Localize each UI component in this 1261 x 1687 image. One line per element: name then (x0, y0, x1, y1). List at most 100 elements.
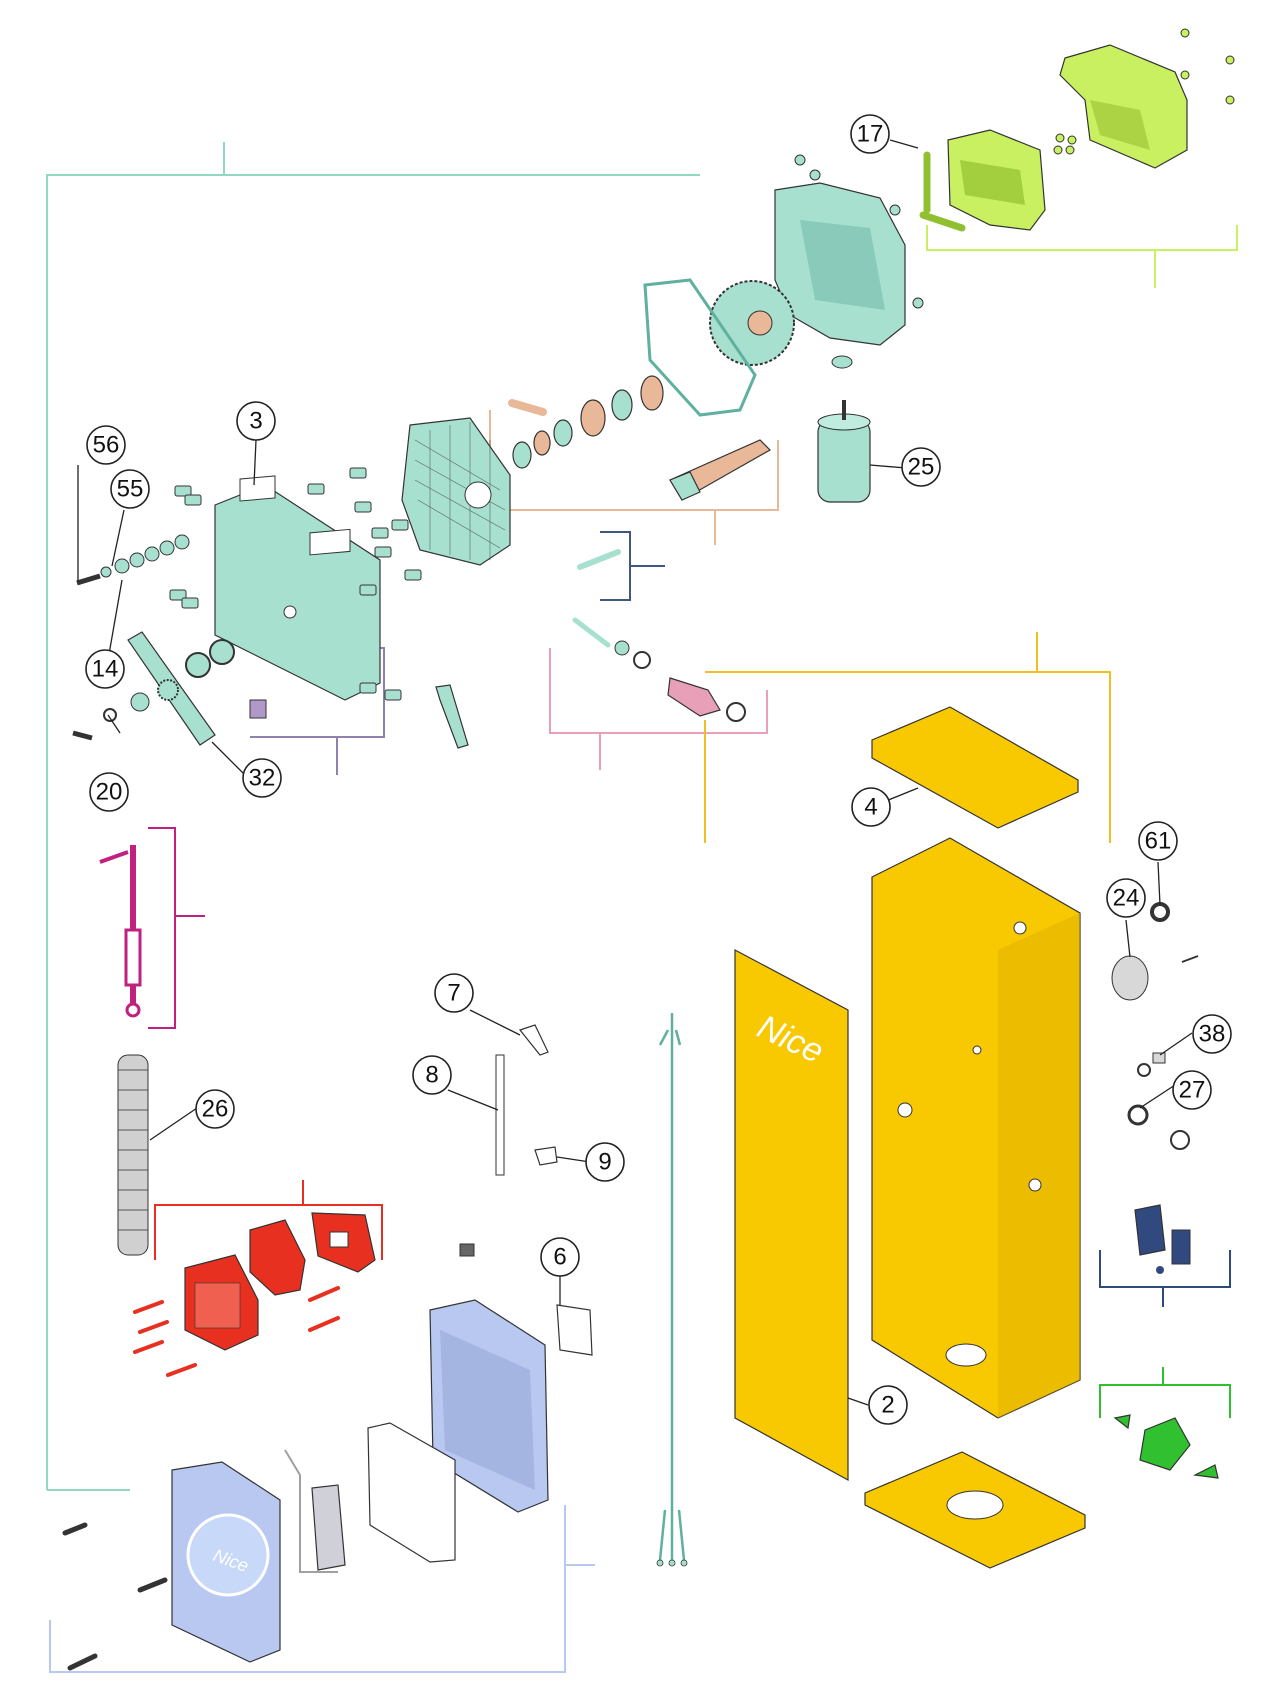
callout-7: 7 (434, 973, 474, 1013)
callout-26: 26 (195, 1089, 235, 1129)
bearing-left (185, 652, 211, 678)
part-27-ring (1127, 1104, 1149, 1126)
control-box-interior (440, 1330, 535, 1490)
battery-bolts (133, 1286, 340, 1377)
cabinet-door (734, 949, 849, 1482)
lime-pin-diagonal (919, 211, 966, 232)
washer-row (100, 534, 190, 578)
part-7-latch (518, 1024, 549, 1056)
gearbox-screws (794, 154, 924, 309)
bracket-lime (926, 225, 1238, 288)
callout-3: 3 (236, 401, 276, 441)
callout-27-label: 27 (1179, 1077, 1206, 1104)
purple-clip (249, 699, 267, 719)
green-end-cap (1139, 1417, 1191, 1471)
knob-screw (1181, 955, 1199, 963)
tensioner-bolt (99, 850, 129, 864)
callout-25-label: 25 (908, 454, 935, 481)
coil-spring (117, 1054, 149, 1256)
callout-6-label: 6 (553, 1244, 566, 1271)
bearing-right (209, 639, 235, 665)
green-clip-left (1113, 1414, 1131, 1430)
grid-front-plate (401, 417, 511, 566)
lime-bracket-detail (960, 160, 1025, 205)
motor-cylinder (817, 419, 871, 503)
callout-14: 14 (85, 649, 125, 689)
washer-14 (103, 708, 117, 722)
part-24-knob (1111, 955, 1149, 1001)
lid-badge (186, 1513, 270, 1597)
callout-4: 4 (851, 787, 891, 827)
large-gear-hub (747, 310, 773, 336)
bracket-pink (549, 648, 768, 770)
gearbox-housing-interior (800, 220, 885, 310)
bracket-gold (704, 632, 1111, 843)
callout-56: 56 (86, 425, 126, 465)
cabinet-assembly: Nice (656, 706, 1086, 1569)
callout-25: 25 (901, 447, 941, 487)
small-shaft-top (577, 549, 621, 570)
part-6-plate (556, 1304, 593, 1356)
bracket-orange (489, 410, 779, 545)
limit-switch-housing (1134, 1204, 1166, 1256)
cabinet-column-side (998, 913, 1080, 1418)
bracket-navy-small (600, 531, 665, 601)
board-connector (459, 1243, 475, 1257)
lime-cover-shadow (1090, 100, 1150, 150)
callout-9-label: 9 (598, 1149, 611, 1176)
callout-32-label: 32 (249, 765, 276, 792)
callout-32: 32 (242, 758, 282, 798)
limit-switch-cover (1171, 1229, 1191, 1265)
callout-4-label: 4 (864, 794, 877, 821)
callout-3-label: 3 (249, 408, 262, 435)
bracket-darkblue (1099, 1250, 1231, 1307)
part-38-washer (1137, 1063, 1151, 1077)
callout-9: 9 (585, 1142, 625, 1182)
output-shaft-teal-end (669, 471, 701, 501)
left-mount-assembly (72, 417, 746, 749)
cabinet-top-cover (871, 706, 1079, 829)
lime-top-cover (1059, 44, 1188, 169)
center-small-parts (495, 1024, 593, 1356)
part-9-clip (534, 1146, 558, 1166)
callout-7-label: 7 (447, 980, 460, 1007)
callout-24-label: 24 (1113, 885, 1140, 912)
arm-washer (130, 692, 150, 712)
spring-shaft (435, 684, 469, 749)
pink-washer (726, 702, 746, 722)
main-mount-plate (214, 484, 381, 701)
callout-17: 17 (850, 114, 890, 154)
grid-plate-hole (464, 481, 492, 509)
gearbox-gasket (643, 278, 757, 417)
tensioner-eye (125, 1002, 141, 1018)
callout-56-label: 56 (93, 432, 120, 459)
wire-terminals (656, 1559, 688, 1567)
bracket-green (1099, 1367, 1231, 1418)
motor-washer (831, 355, 853, 369)
base-plate-hole (946, 1490, 1004, 1520)
control-box-assembly: Nice (62, 1243, 549, 1671)
spring-assembly (99, 845, 149, 1256)
callout-61: 61 (1138, 821, 1178, 861)
bolt-56 (76, 573, 101, 586)
cabinet-bottom-hole (945, 1343, 987, 1367)
lime-screws (1053, 28, 1235, 155)
gear-nut (633, 651, 651, 669)
green-clip-right (1192, 1464, 1219, 1479)
callout-14-label: 14 (92, 656, 119, 683)
leader-lines (77, 139, 1193, 1406)
cabinet-holes (897, 921, 1042, 1192)
shaft-washers (512, 375, 664, 469)
callout-38: 38 (1192, 1014, 1232, 1054)
callout-2: 2 (868, 1385, 908, 1425)
worm-shaft (667, 677, 721, 717)
lid-screws (62, 1522, 168, 1671)
limit-nut (1156, 1266, 1164, 1274)
callout-27: 27 (1172, 1070, 1212, 1110)
callout-20-label: 20 (96, 779, 123, 806)
callout-61-label: 61 (1145, 828, 1172, 855)
bracket-magenta (148, 827, 205, 1029)
part-8-bar (495, 1054, 505, 1176)
battery-grid (194, 1282, 241, 1329)
